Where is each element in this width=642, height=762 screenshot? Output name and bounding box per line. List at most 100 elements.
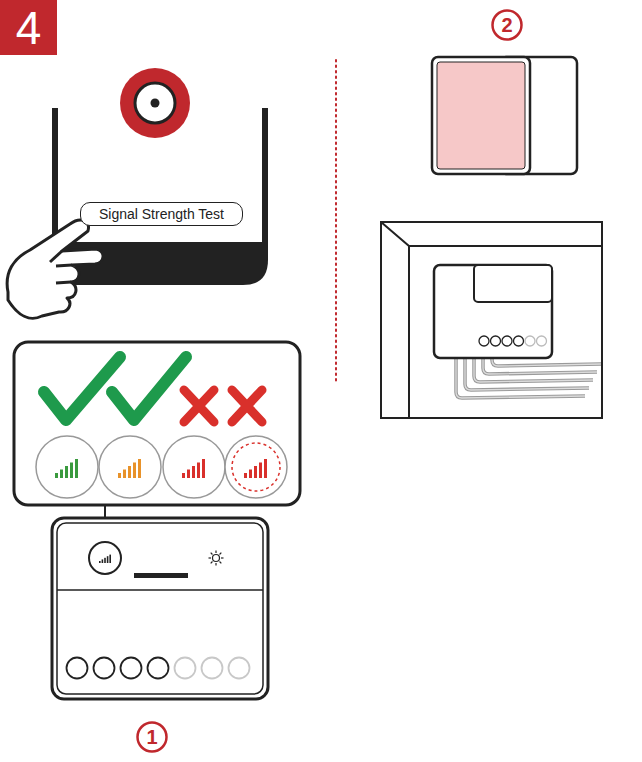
signal-bar [99, 561, 101, 563]
signal-bar [264, 459, 267, 478]
sun-ray [209, 557, 212, 558]
terminal-hole [479, 336, 489, 346]
cross-mark [232, 390, 262, 422]
app-icon-dot [151, 99, 160, 108]
signal-circle [163, 436, 225, 498]
signal-bar [65, 466, 68, 478]
terminal-hole [229, 658, 250, 679]
terminal-hole [525, 336, 535, 346]
signal-indicator [89, 542, 121, 574]
device-housing [52, 518, 268, 699]
signal-bar [128, 466, 131, 478]
signal-bar [187, 470, 190, 479]
terminal-hole [514, 336, 524, 346]
signal-bar [254, 466, 257, 478]
app-icon-lens [135, 83, 175, 123]
callout-number-text: 2 [501, 15, 512, 35]
terminal-hole [491, 336, 501, 346]
signal-bar [192, 466, 195, 478]
callout-circle [493, 11, 522, 40]
sun-ray [211, 562, 213, 564]
terminal-hole [175, 658, 196, 679]
signal-bar [109, 555, 111, 563]
callout-number-text: 1 [146, 727, 157, 747]
signal-bar [138, 459, 141, 478]
callout-circle [138, 723, 167, 752]
status-bar [134, 573, 188, 578]
check-mark [112, 357, 186, 420]
cross-mark [184, 390, 262, 422]
signal-bar [259, 463, 262, 479]
wall-box [381, 222, 602, 418]
signal-circle [99, 436, 161, 498]
sun-ray [215, 551, 216, 554]
divider [335, 60, 337, 382]
signal-bar [55, 473, 58, 478]
signal-bar [202, 459, 205, 478]
signal-levels [36, 436, 287, 498]
step-number: 4 [0, 0, 57, 55]
callout-number: 1 [136, 721, 168, 753]
hand-crease [50, 251, 62, 262]
phone-edge [262, 108, 268, 252]
phone-edge [52, 108, 58, 252]
terminal-hole [94, 658, 115, 679]
signal-bar [133, 463, 136, 479]
sun-ray [220, 553, 222, 555]
light-indicator [209, 551, 224, 566]
wall-box-inner [381, 222, 602, 418]
hand-crease [56, 282, 71, 283]
signal-circle [225, 436, 287, 498]
terminal-hole [121, 658, 142, 679]
terminal-hole [502, 336, 512, 346]
signal-bar [60, 470, 63, 479]
wall-box-outline [381, 222, 602, 418]
sun-ray [211, 553, 213, 555]
module-top [474, 265, 552, 302]
signal-bar [182, 473, 185, 478]
signal-bar [102, 559, 104, 563]
callout-number: 2 [491, 9, 523, 41]
signal-bar [197, 463, 200, 479]
app-button-text: Signal Strength Test [99, 207, 224, 221]
app-icon [120, 68, 190, 138]
hand-outline [7, 220, 103, 318]
signal-bar [70, 463, 73, 479]
signal-lost-ring [232, 443, 280, 491]
step-number-text: 4 [16, 5, 42, 51]
sun-ray [220, 562, 222, 564]
sun-ray [221, 557, 224, 558]
sun-ray [215, 563, 216, 566]
signal-bars [99, 555, 111, 563]
app-button: Signal Strength Test [80, 202, 243, 226]
terminal-hole [148, 658, 169, 679]
module-front [432, 57, 530, 174]
terminal-hole [67, 658, 88, 679]
signal-bar [244, 473, 247, 478]
signal-bar [107, 556, 109, 563]
terminal-hole [202, 658, 223, 679]
signal-bar [104, 558, 106, 563]
hand-crease [56, 265, 72, 266]
device-housing-inner [57, 523, 263, 694]
signal-panel [14, 342, 300, 505]
signal-bar [118, 473, 121, 478]
cross-mark [184, 390, 214, 422]
terminal-hole [537, 336, 547, 346]
module-in-box [434, 265, 552, 358]
sun-core [213, 555, 220, 562]
signal-bar [75, 459, 78, 478]
signal-bar [123, 470, 126, 479]
terminal-row [67, 658, 250, 679]
terminal-row [479, 336, 547, 346]
wires [456, 356, 601, 398]
signal-bar [249, 470, 252, 479]
module-face [437, 62, 525, 169]
device-divider [57, 589, 263, 591]
signal-circle [36, 436, 98, 498]
hand [7, 220, 103, 318]
